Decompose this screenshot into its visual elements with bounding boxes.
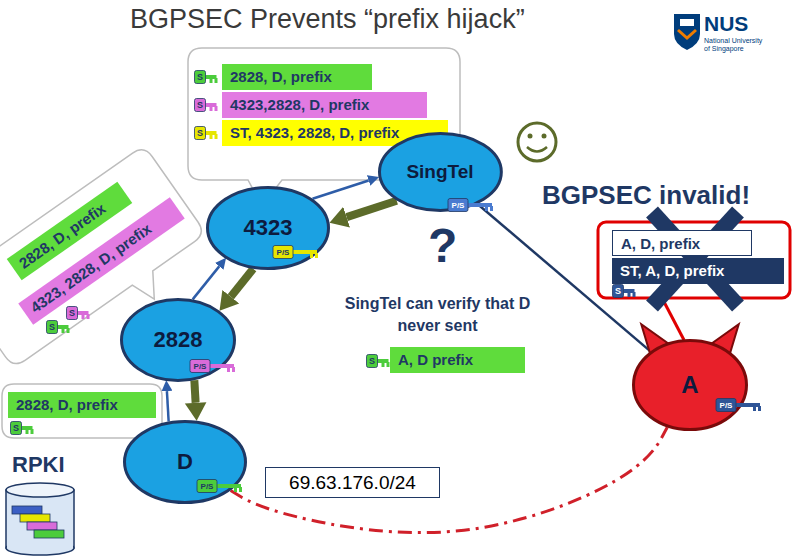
label-wrap: S [195, 127, 206, 140]
key-icon [367, 355, 390, 368]
annotation: BGPSEC invalid! [542, 180, 750, 211]
key-label: S [613, 285, 624, 298]
as-node: 2828 [120, 298, 236, 382]
label-wrap: SingTel can verify that D never sent [330, 293, 545, 336]
annotation: National University of Singapore [704, 37, 770, 53]
as-node: SingTel [378, 132, 503, 212]
connector [167, 391, 169, 421]
node-ellipse [379, 134, 501, 211]
key-icon [716, 399, 761, 412]
node-label: 4323 [244, 215, 293, 241]
label-wrap: BGPSEC invalid! [542, 180, 750, 211]
message-bar: 4323,2828, D, prefix [222, 92, 427, 118]
message-text: A, D, prefix [621, 231, 700, 257]
label-wrap: S [47, 321, 58, 334]
label-wrap: S [195, 99, 206, 112]
label-wrap: P/S [190, 360, 210, 373]
node-label: SingTel [406, 161, 473, 183]
message-text: 4323,2828, D, prefix [230, 92, 369, 118]
key-label: S [195, 71, 206, 84]
label-wrap: RPKI [12, 452, 65, 478]
node-label: 2828 [154, 327, 203, 353]
key-label: S [67, 307, 78, 320]
as-node: A [632, 339, 748, 431]
message-text: ST, A, D, prefix [620, 258, 724, 284]
smiley-face [518, 123, 556, 161]
connector [231, 427, 668, 532]
annotation: SingTel can verify that D never sent [330, 293, 545, 336]
message-text: 2828, D, prefix [230, 64, 332, 90]
connector [313, 181, 369, 199]
label-wrap: P/S [716, 399, 736, 412]
message-text: ST, 4323, 2828, D, prefix [230, 120, 399, 146]
key-label: S [11, 422, 22, 435]
label-wrap: ? [428, 218, 457, 273]
key-label: P/S [190, 360, 210, 373]
key-label: P/S [716, 399, 736, 412]
label-wrap: S [67, 307, 78, 320]
key-icon [11, 422, 34, 435]
slide-title: BGPSEC Prevents “prefix hijack” [130, 4, 525, 34]
node-ellipse [208, 188, 329, 269]
message-text: 2828, D, prefix [16, 392, 118, 418]
callout-tail [662, 298, 684, 340]
return-arrow [194, 380, 195, 402]
key-icon [197, 480, 242, 493]
annotation: RPKI [12, 452, 65, 478]
node-ellipse [122, 300, 235, 381]
key-label: P/S [448, 199, 468, 212]
key-icon [47, 321, 70, 334]
message-bar: ST, A, D, prefix [612, 258, 784, 284]
node-label: A [681, 371, 698, 399]
node-ellipse [634, 341, 747, 430]
as-node: D [123, 420, 247, 504]
key-label: S [47, 321, 58, 334]
message-bar: A, D, prefix [612, 230, 752, 256]
label-wrap: NUS [704, 12, 748, 36]
node-label: D [177, 449, 193, 475]
key-label: S [195, 99, 206, 112]
message-bar: 2828, D, prefix [222, 64, 372, 90]
title-wrap: BGPSEC Prevents “prefix hijack” [130, 4, 525, 35]
return-arrow [231, 269, 253, 297]
message-bar: 2828, D, prefix [8, 392, 156, 418]
key-icon [273, 246, 318, 259]
label-wrap: P/S [197, 480, 217, 493]
key-icon [195, 71, 218, 84]
label-wrap: National University of Singapore [704, 37, 770, 53]
key-icon [195, 99, 218, 112]
return-arrow [347, 201, 397, 217]
label-wrap: P/S [273, 246, 293, 259]
key-label: P/S [197, 480, 217, 493]
key-icon [67, 307, 90, 320]
prefix-box: 69.63.176.0/24 [265, 467, 440, 498]
message-text: A, D prefix [398, 347, 473, 373]
message-bar: A, D prefix [390, 347, 525, 373]
label-wrap: S [613, 285, 624, 298]
as-node: 4323 [206, 186, 330, 270]
invalid-callout-box [598, 222, 790, 298]
label-wrap: S [195, 71, 206, 84]
label-wrap: S [11, 422, 22, 435]
question-mark: ? [428, 218, 457, 273]
message-text: 69.63.176.0/24 [289, 472, 416, 494]
label-wrap: P/S [448, 199, 468, 212]
annotation: NUS [704, 12, 748, 36]
key-icon [448, 199, 493, 212]
key-icon [613, 285, 636, 298]
rpki-database [6, 483, 74, 555]
connector [193, 266, 220, 299]
key-icon [195, 127, 218, 140]
label-wrap: S [367, 355, 378, 368]
key-label: S [367, 355, 378, 368]
key-icon [190, 360, 235, 373]
callout-bubble [0, 145, 220, 388]
key-label: P/S [273, 246, 293, 259]
key-label: S [195, 127, 206, 140]
node-ellipse [125, 422, 246, 503]
university-logo [674, 14, 700, 50]
